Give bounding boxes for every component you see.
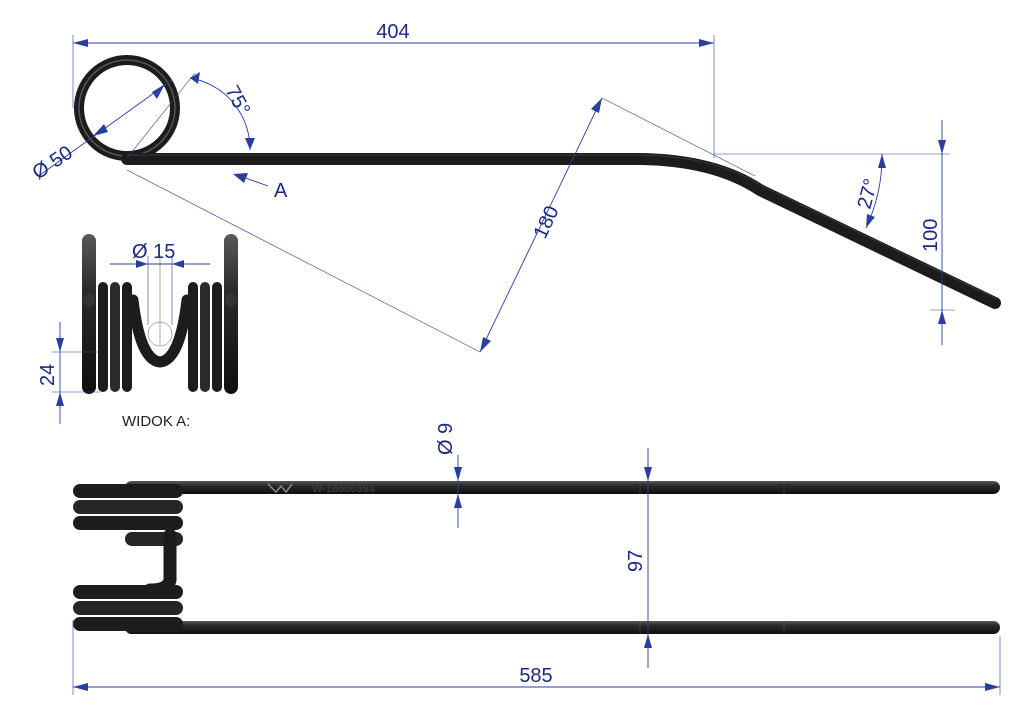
manufacturer-logo xyxy=(267,483,293,494)
upper-tine xyxy=(125,481,1000,494)
dim-bend-angle: 27° xyxy=(854,176,883,211)
dim-24: 24 xyxy=(37,364,59,386)
view-a: Ø 15 24 WIDOK A: xyxy=(37,234,238,430)
dim-97: 97 xyxy=(625,550,647,572)
dim-100: 100 xyxy=(920,219,942,252)
dim-coil-diameter: Ø 50 xyxy=(28,142,76,184)
dim-180: 180 xyxy=(530,203,564,243)
view-a-left-leg xyxy=(82,234,96,394)
dim-inner-diameter: Ø 15 xyxy=(132,241,175,263)
dim-coil-angle: 75° xyxy=(221,82,255,119)
view-a-u-bend xyxy=(127,294,193,368)
lower-coil xyxy=(73,585,183,631)
dim-wire-diameter: Ø 9 xyxy=(435,423,457,455)
view-marker-a: A xyxy=(274,180,288,202)
top-view: W-16606394 Ø 9 97 585 xyxy=(72,423,1001,695)
lower-tine xyxy=(125,621,1000,634)
side-shank xyxy=(121,153,1001,309)
dim-404: 404 xyxy=(376,21,409,43)
side-view: 404 Ø 50 75° A 180 27° 100 xyxy=(28,21,1001,353)
side-coil-inner-hl xyxy=(78,59,176,157)
view-a-left-coil xyxy=(83,282,132,392)
part-number: W-16606394 xyxy=(312,483,376,495)
view-a-right-leg xyxy=(224,234,238,394)
dim-585: 585 xyxy=(519,665,552,687)
view-a-title: WIDOK A: xyxy=(122,413,190,430)
